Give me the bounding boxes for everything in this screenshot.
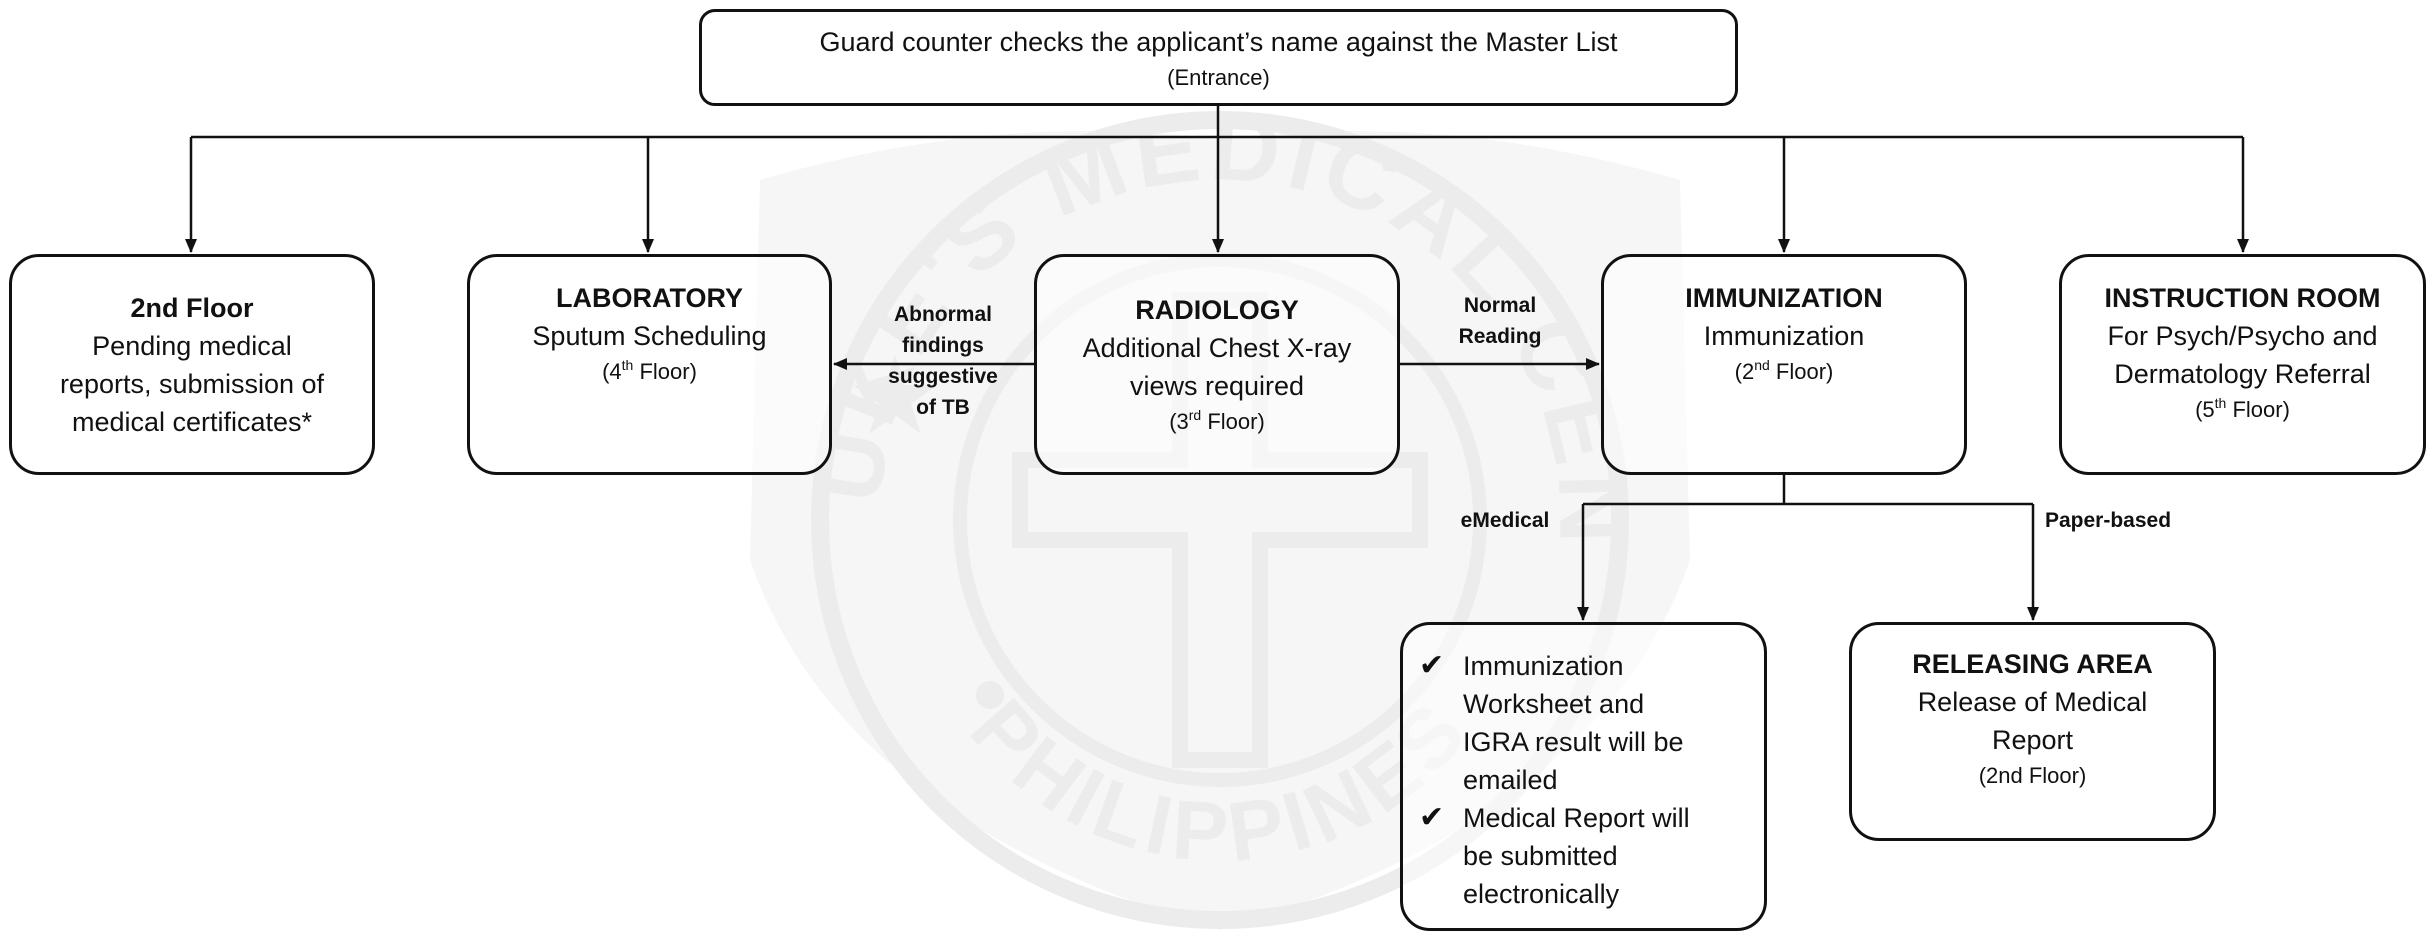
normal-reading-label: Normal Reading bbox=[1458, 294, 1542, 348]
immunization-box: IMMUNIZATION Immunization (2nd Floor) bbox=[1601, 254, 1967, 475]
instruction-room-title: INSTRUCTION ROOM bbox=[2104, 283, 2381, 313]
second-floor-line: reports, submission of bbox=[59, 368, 325, 399]
emedical-box: ✔ Immunization Worksheet and IGRA result… bbox=[1400, 622, 1767, 931]
emedical-item-line: Medical Report will bbox=[1463, 803, 1690, 833]
guard-counter-text: Guard counter checks the applicant’s nam… bbox=[819, 26, 1618, 57]
releasing-area-line: Report bbox=[1991, 725, 2074, 755]
emedical-item-line: electronically bbox=[1463, 879, 1620, 909]
guard-counter-location: (Entrance) bbox=[1167, 64, 1270, 90]
laboratory-box: LABORATORY Sputum Scheduling (4th Floor) bbox=[467, 254, 832, 475]
radiology-floor: (3rd Floor) bbox=[1169, 406, 1265, 434]
paper-based-label: Paper-based bbox=[2044, 509, 2172, 532]
checkmark-icon: ✔ bbox=[1419, 649, 1445, 682]
releasing-area-floor: (2nd Floor) bbox=[1978, 763, 2087, 788]
instruction-room-box: INSTRUCTION ROOM For Psych/Psycho and De… bbox=[2059, 254, 2426, 475]
emedical-item-line: be submitted bbox=[1463, 841, 1618, 871]
emedical-label: eMedical bbox=[1460, 509, 1550, 532]
laboratory-floor: (4th Floor) bbox=[602, 357, 697, 384]
radiology-box: RADIOLOGY Additional Chest X-ray views r… bbox=[1034, 254, 1400, 475]
emedical-item-worksheet: ✔ Immunization Worksheet and IGRA result… bbox=[1419, 647, 1725, 799]
second-floor-line: medical certificates* bbox=[71, 406, 313, 437]
emedical-item-report: ✔ Medical Report will be submitted elect… bbox=[1419, 799, 1725, 913]
second-floor-title: 2nd Floor bbox=[130, 292, 254, 323]
second-floor-box: 2nd Floor Pending medical reports, submi… bbox=[9, 254, 375, 475]
radiology-line: Additional Chest X-ray bbox=[1082, 332, 1352, 363]
watermark-star-icon bbox=[853, 355, 937, 434]
watermark-dot-icon bbox=[976, 681, 1004, 709]
instruction-room-line: For Psych/Psycho and bbox=[2107, 321, 2378, 351]
laboratory-body: Sputum Scheduling bbox=[532, 321, 767, 351]
immunization-title: IMMUNIZATION bbox=[1685, 283, 1883, 313]
emedical-item-line: emailed bbox=[1463, 765, 1558, 795]
releasing-area-title: RELEASING AREA bbox=[1912, 649, 2153, 679]
instruction-room-floor: (5th Floor) bbox=[2195, 395, 2290, 422]
emedical-item-line: IGRA result will be bbox=[1463, 727, 1684, 757]
immunization-floor: (2nd Floor) bbox=[1734, 357, 1834, 384]
emedical-item-line: Worksheet and bbox=[1463, 689, 1645, 719]
releasing-area-box: RELEASING AREA Release of Medical Report… bbox=[1849, 622, 2216, 841]
instruction-room-line: Dermatology Referral bbox=[2114, 359, 2371, 389]
radiology-line: views required bbox=[1129, 370, 1305, 401]
watermark-outer-ring bbox=[811, 111, 1629, 929]
abnormal-findings-label: Abnormal findings suggestive of TB bbox=[888, 303, 998, 419]
second-floor-line: Pending medical bbox=[92, 330, 292, 361]
immunization-body: Immunization bbox=[1703, 321, 1865, 351]
radiology-title: RADIOLOGY bbox=[1135, 294, 1299, 325]
releasing-area-line: Release of Medical bbox=[1917, 687, 2148, 717]
checkmark-icon: ✔ bbox=[1419, 801, 1445, 834]
laboratory-title: LABORATORY bbox=[556, 283, 743, 313]
guard-counter-box: Guard counter checks the applicant’s nam… bbox=[699, 9, 1738, 106]
emedical-item-line: Immunization bbox=[1463, 651, 1624, 681]
